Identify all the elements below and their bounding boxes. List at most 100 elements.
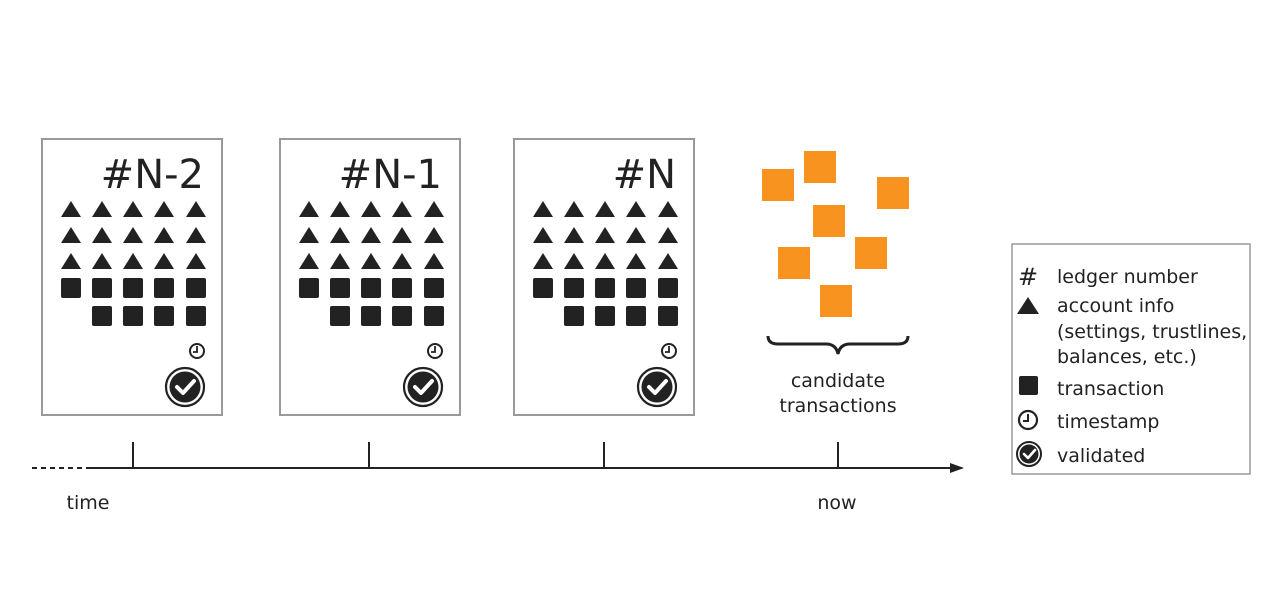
timeline-end-label: now [817,492,856,514]
ledger-box: #N [513,138,695,416]
candidate-transaction-square [855,237,887,269]
account-info-triangle [595,201,615,217]
timeline-start-label: time [67,492,110,514]
square-icon [1019,376,1038,395]
account-info-triangle [361,227,381,243]
transaction-square [626,278,646,298]
legend-box [1011,243,1251,475]
account-info-triangle [154,253,174,269]
account-info-triangle [361,201,381,217]
ledger-number: #N [613,152,676,198]
legend-label-timestamp: timestamp [1057,411,1160,433]
account-info-triangle [626,253,646,269]
checkmark-icon [1016,441,1042,467]
account-info-triangle [424,227,444,243]
transaction-square [626,306,646,326]
account-info-triangle [186,253,206,269]
legend-label-account-info-extra1: (settings, trustlines, [1057,321,1247,343]
transaction-square [658,278,678,298]
timeline: time now [32,442,964,514]
account-info-triangle [123,227,143,243]
candidate-transaction-square [762,169,794,201]
legend-label-ledger-number: ledger number [1057,266,1198,288]
transaction-square [154,278,174,298]
transaction-square [392,278,412,298]
account-info-triangle [392,227,412,243]
account-info-triangle [330,201,350,217]
transaction-square [424,278,444,298]
transaction-square [330,306,350,326]
transaction-square [330,278,350,298]
candidate-transaction-square [877,177,909,209]
account-info-triangle [92,201,112,217]
account-info-triangle [92,227,112,243]
account-info-triangle [330,253,350,269]
account-info-triangle [424,253,444,269]
clock-icon [189,343,205,359]
transaction-square [564,278,584,298]
transaction-square [424,306,444,326]
transaction-square [186,306,206,326]
transaction-square [92,306,112,326]
account-info-triangle [392,201,412,217]
clock-icon [661,343,677,359]
candidate-transaction-square [804,151,836,183]
transaction-square [154,306,174,326]
ledger-number: #N-2 [101,152,204,198]
transaction-square [392,306,412,326]
account-info-triangle [61,227,81,243]
transaction-square [595,278,615,298]
account-info-triangle [626,201,646,217]
transaction-square [61,278,81,298]
candidate-transaction-square [813,205,845,237]
account-info-triangle [392,253,412,269]
transaction-square [361,306,381,326]
account-info-triangle [658,253,678,269]
candidates-label-line1: candidate [791,370,885,392]
transaction-square [299,278,319,298]
account-info-triangle [595,253,615,269]
transaction-square [564,306,584,326]
legend-label-validated: validated [1057,445,1145,467]
candidates-label-line2: transactions [779,395,896,417]
account-info-triangle [330,227,350,243]
account-info-triangle [361,253,381,269]
account-info-triangle [123,201,143,217]
account-info-triangle [564,227,584,243]
ledger-box: #N-2 [41,138,223,416]
account-info-triangle [61,253,81,269]
account-info-triangle [123,253,143,269]
transaction-square [595,306,615,326]
account-info-triangle [533,201,553,217]
legend-label-transaction: transaction [1057,378,1164,400]
candidates-brace [766,335,910,355]
hash-icon: # [1018,263,1038,291]
account-info-triangle [658,227,678,243]
legend-label-account-info-extra2: balances, etc.) [1057,346,1197,368]
account-info-triangle [92,253,112,269]
clock-icon [427,343,443,359]
checkmark-icon [636,366,678,408]
account-info-triangle [154,201,174,217]
transaction-square [361,278,381,298]
legend-label-account-info: account info [1057,295,1174,317]
transaction-square [123,278,143,298]
transaction-square [92,278,112,298]
account-info-triangle [533,227,553,243]
ledger-box: #N-1 [279,138,461,416]
ledger-number: #N-1 [339,152,442,198]
account-info-triangle [299,201,319,217]
account-info-triangle [424,201,444,217]
transaction-square [123,306,143,326]
legend: # ledger number account info (settings, … [1011,243,1251,475]
transaction-square [533,278,553,298]
account-info-triangle [186,227,206,243]
transaction-square [186,278,206,298]
account-info-triangle [61,201,81,217]
candidate-transactions [762,151,909,317]
candidate-transaction-square [778,247,810,279]
checkmark-icon [164,366,206,408]
account-info-triangle [564,253,584,269]
account-info-triangle [186,201,206,217]
